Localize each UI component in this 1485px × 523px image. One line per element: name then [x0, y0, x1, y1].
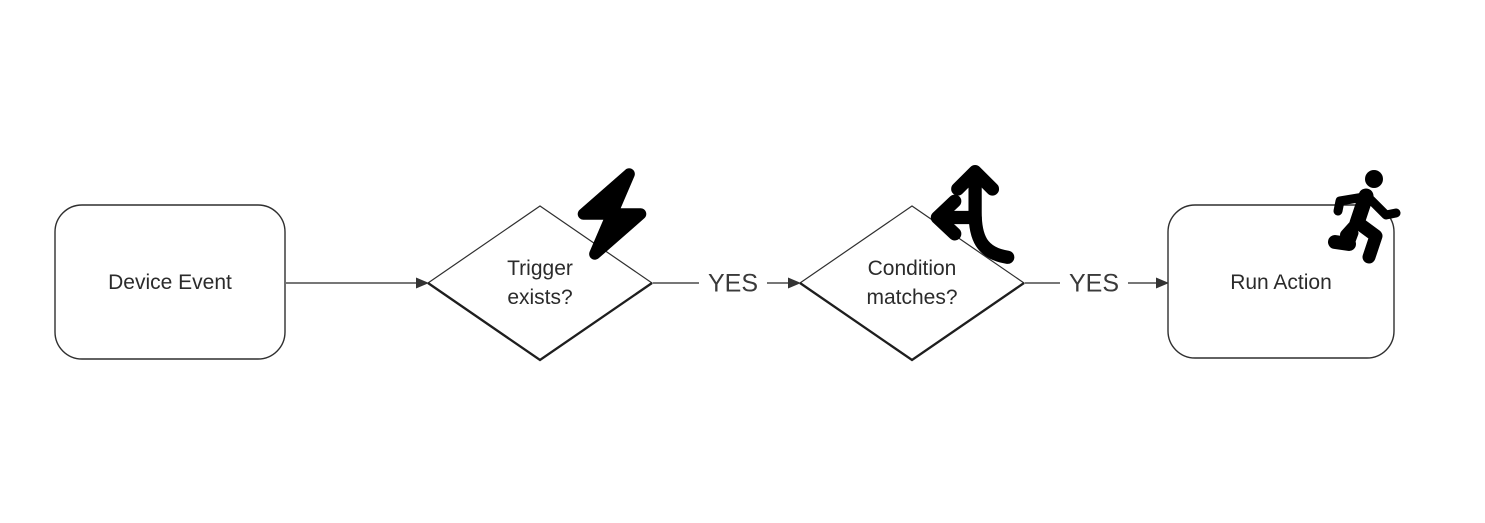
- arrowhead-icon: [416, 277, 429, 289]
- edge-label-yes-2: YES: [1059, 269, 1129, 299]
- arrowhead-icon: [788, 277, 801, 289]
- person-running-icon: [1328, 170, 1401, 264]
- lightning-bolt-icon: [577, 168, 647, 260]
- node-device-event-shape: [54, 204, 286, 360]
- arrowhead-icon: [1156, 277, 1169, 289]
- split-arrows-icon: [930, 165, 1015, 264]
- node-trigger-exists-shade: [427, 282, 653, 362]
- edge-label-yes-1: YES: [698, 269, 768, 299]
- node-condition-matches-shade: [799, 282, 1025, 362]
